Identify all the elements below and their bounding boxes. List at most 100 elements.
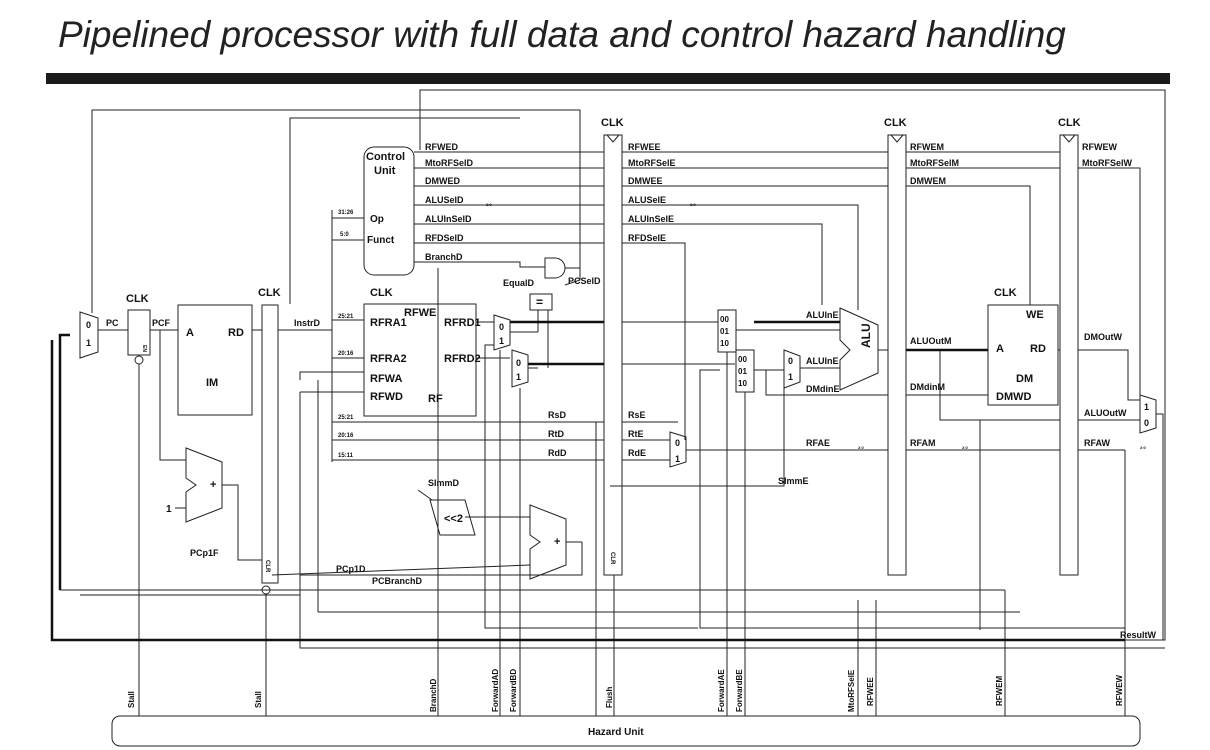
clk-label-d: CLK — [258, 287, 281, 299]
wire-dmdinm: DMdinM — [910, 382, 945, 392]
bus-width: 2:0 — [690, 202, 697, 207]
adder-plus-branch: + — [554, 536, 560, 548]
wire-rte: RtE — [628, 429, 644, 439]
fwd-mux-d-0: 0 — [516, 358, 521, 368]
clk-label-dm: CLK — [994, 287, 1017, 299]
im-a-label: A — [186, 327, 194, 339]
ctrl-sig-e: ALUInSelE — [628, 214, 674, 224]
wb-mux-0: 0 — [1144, 418, 1149, 428]
hazard-signal-rfwee: RFWEE — [866, 676, 875, 706]
wire-equald: EqualD — [503, 278, 535, 288]
en-label: EN — [141, 345, 147, 352]
bus-width: 2:0 — [962, 445, 969, 450]
bit-range: 31:26 — [338, 210, 354, 216]
wire-pcf: PCF — [152, 318, 171, 328]
rf-rd2: RFRD2 — [444, 353, 481, 365]
adder-plus-pc: + — [210, 479, 216, 491]
hazard-signal-mtorfsele: MtoRFSelE — [847, 669, 856, 712]
bit-range: 25:21 — [338, 314, 354, 320]
wire-pc: PC — [106, 318, 119, 328]
pc-mux-0: 0 — [86, 320, 91, 330]
ctrl-sig-w: RFWEW — [1082, 142, 1117, 152]
rfae-mux-1: 1 — [675, 454, 680, 464]
clk-label-pc: CLK — [126, 293, 149, 305]
wire-rfam: RFAM — [910, 438, 936, 448]
wire-pcbranchd: PCBranchD — [372, 576, 423, 586]
dm-we: WE — [1026, 309, 1044, 321]
ctrl-sig-m: MtoRFSelM — [910, 158, 959, 168]
wire-rdd: RdD — [548, 448, 567, 458]
wire-pcp1d: PCp1D — [336, 564, 366, 574]
wire-instrd: InstrD — [294, 318, 321, 328]
fwd-mux-e-00: 00 — [738, 355, 747, 364]
hazard-signal-rfwew: RFWEW — [1115, 674, 1124, 706]
im-name: IM — [206, 377, 218, 389]
wire-dmoutw: DMOutW — [1084, 332, 1122, 342]
ctrl-sig-e: RFDSelE — [628, 233, 666, 243]
wire-rfaw: RFAW — [1084, 438, 1111, 448]
wire-aluoutw: ALUOutW — [1084, 408, 1127, 418]
clk-label-rf: CLK — [370, 287, 393, 299]
ctrl-sig-d: MtoRFSelD — [425, 158, 473, 168]
bit-range: 15:11 — [338, 453, 354, 459]
alusrc-mux-1: 1 — [788, 372, 793, 382]
fwd-mux-e-10: 10 — [738, 379, 747, 388]
rf-we: RFWE — [404, 307, 436, 319]
rf-name: RF — [428, 393, 443, 405]
wire-pcp1f: PCp1F — [190, 548, 219, 558]
adder-one: 1 — [166, 504, 172, 515]
bit-range: 25:21 — [338, 415, 354, 421]
hazard-signal-rfwem: RFWEM — [995, 675, 1004, 706]
fwd-mux-d-1: 1 — [499, 336, 504, 346]
fwd-mux-e-00: 00 — [720, 315, 729, 324]
ctrl-sig-d: ALUInSelD — [425, 214, 472, 224]
hazard-signal-forwardbe: ForwardBE — [735, 669, 744, 712]
dm-wd: DMWD — [996, 391, 1031, 403]
rf-ra1: RFRA1 — [370, 317, 407, 329]
hazard-signal-forwardae: ForwardAE — [717, 669, 726, 712]
ctrl-sig-d: DMWED — [425, 176, 460, 186]
ctrl-sig-e: RFWEE — [628, 142, 661, 152]
bus-width: 2:0 — [858, 445, 865, 450]
ctrl-sig-e: MtoRFSelE — [628, 158, 676, 168]
control-unit-subtitle: Unit — [374, 165, 396, 177]
rf-wd: RFWD — [370, 391, 403, 403]
fwd-mux-e-01: 01 — [720, 327, 729, 336]
clr-label-d: CLR — [264, 560, 270, 573]
dm-a: A — [996, 343, 1004, 355]
dm-rd: RD — [1030, 343, 1046, 355]
wire-dmdine: DMdinE — [806, 384, 840, 394]
wire-aluoutm: ALUOutM — [910, 336, 952, 346]
fwd-mux-e-10: 10 — [720, 339, 729, 348]
wire-rfae: RFAE — [806, 438, 830, 448]
fwd-mux-d-1: 1 — [516, 372, 521, 382]
shift-left-2: <<2 — [444, 513, 463, 525]
ctrl-sig-w: MtoRFSelW — [1082, 158, 1132, 168]
ctrl-sig-d: RFWED — [425, 142, 458, 152]
ctrl-sig-e: DMWEE — [628, 176, 663, 186]
alu-label: ALU — [859, 323, 873, 348]
ctrl-sig-e: ALUSelE — [628, 195, 666, 205]
wire-rse: RsE — [628, 410, 646, 420]
hazard-signal-flush: Flush — [605, 687, 614, 708]
ctrl-sig-m: DMWEM — [910, 176, 946, 186]
bus-width: 2:0 — [486, 202, 493, 207]
bit-range: 20:16 — [338, 433, 354, 439]
rf-wa: RFWA — [370, 373, 402, 385]
ctrl-sig-d: ALUSelD — [425, 195, 464, 205]
hazard-signal-stall-d: Stall — [254, 691, 263, 708]
clk-label-m: CLK — [884, 117, 907, 129]
ctrl-sig-m: RFWEM — [910, 142, 944, 152]
clk-label-e: CLK — [601, 117, 624, 129]
equality-comparator: = — [536, 295, 543, 309]
fwd-mux-e-01: 01 — [738, 367, 747, 376]
bit-range: 20:16 — [338, 351, 354, 357]
wire-rtd: RtD — [548, 429, 564, 439]
wire-aluine-a: ALUInE — [806, 310, 839, 320]
wire-rsd: RsD — [548, 410, 567, 420]
rfae-mux-0: 0 — [675, 438, 680, 448]
wire-resultw: ResultW — [1120, 630, 1157, 640]
clk-label-w: CLK — [1058, 117, 1081, 129]
hazard-signal-forwardbd: ForwardBD — [509, 669, 518, 712]
